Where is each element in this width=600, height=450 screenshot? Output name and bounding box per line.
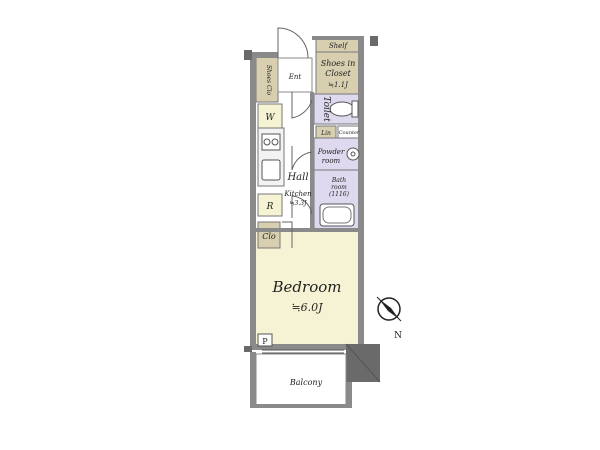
- shoes-clo-label: Shoes Clo: [265, 65, 272, 96]
- washer-floor: [257, 103, 283, 129]
- entrance-label: Ent: [288, 73, 302, 81]
- hall-label: Hall: [286, 172, 308, 183]
- toilet-label: Toilet: [321, 96, 331, 122]
- closet-label: Clo: [262, 232, 276, 241]
- powder-room-label-2: room: [322, 157, 341, 165]
- refrigerator-floor: [257, 193, 283, 217]
- bedroom-size: ≒6.0J: [291, 301, 323, 314]
- shoes-in-closet-label-1: Shoes in: [321, 59, 356, 68]
- bathroom-label-2: room: [331, 184, 347, 191]
- bedroom-floor: [256, 230, 358, 346]
- bathroom-label-1: Bath: [331, 177, 346, 184]
- pipe-space: [257, 333, 273, 347]
- bedroom-label: Bedroom: [272, 278, 342, 296]
- shoes-in-closet-size: ≒1.1J: [328, 81, 349, 89]
- kitchen-label: Kitchen: [283, 190, 312, 198]
- shoes-in-closet-floor: [315, 37, 361, 95]
- pipe-space-label: P: [262, 337, 268, 346]
- powder-room-label-1: Powder: [317, 148, 345, 156]
- entrance-floor: [277, 57, 313, 93]
- bathroom-size: (1116): [329, 191, 350, 198]
- counter-label: Counter: [339, 130, 360, 136]
- kitchen-size: ≒3.3J: [290, 200, 308, 207]
- shelf-label: Shelf: [329, 42, 349, 50]
- lin-label: Lin: [320, 130, 331, 137]
- shoes-in-closet-label-2: Closet: [325, 69, 351, 78]
- washer-label: W: [265, 113, 275, 123]
- compass-icon: [376, 296, 402, 322]
- balcony-label: Balcony: [289, 378, 323, 387]
- compass-north-label: N: [394, 331, 402, 341]
- refrigerator-label: R: [266, 202, 274, 212]
